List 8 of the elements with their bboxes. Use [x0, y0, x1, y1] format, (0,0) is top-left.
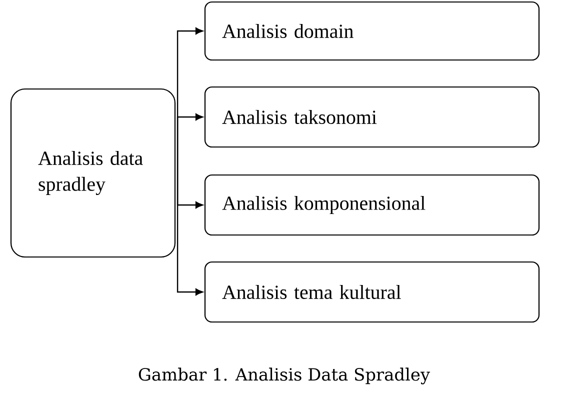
process-box: Analisis tema kultural [204, 261, 540, 323]
process-box: Analisis taksonomi [204, 86, 540, 148]
arrow [176, 114, 203, 173]
process-box: Analisis data spradley [10, 88, 176, 258]
process-box: Analisis domain [204, 1, 540, 61]
arrow [176, 173, 203, 296]
process-box: Analisis komponensional [204, 174, 540, 236]
caption: Gambar 1. Analisis Data Spradley [138, 368, 430, 384]
